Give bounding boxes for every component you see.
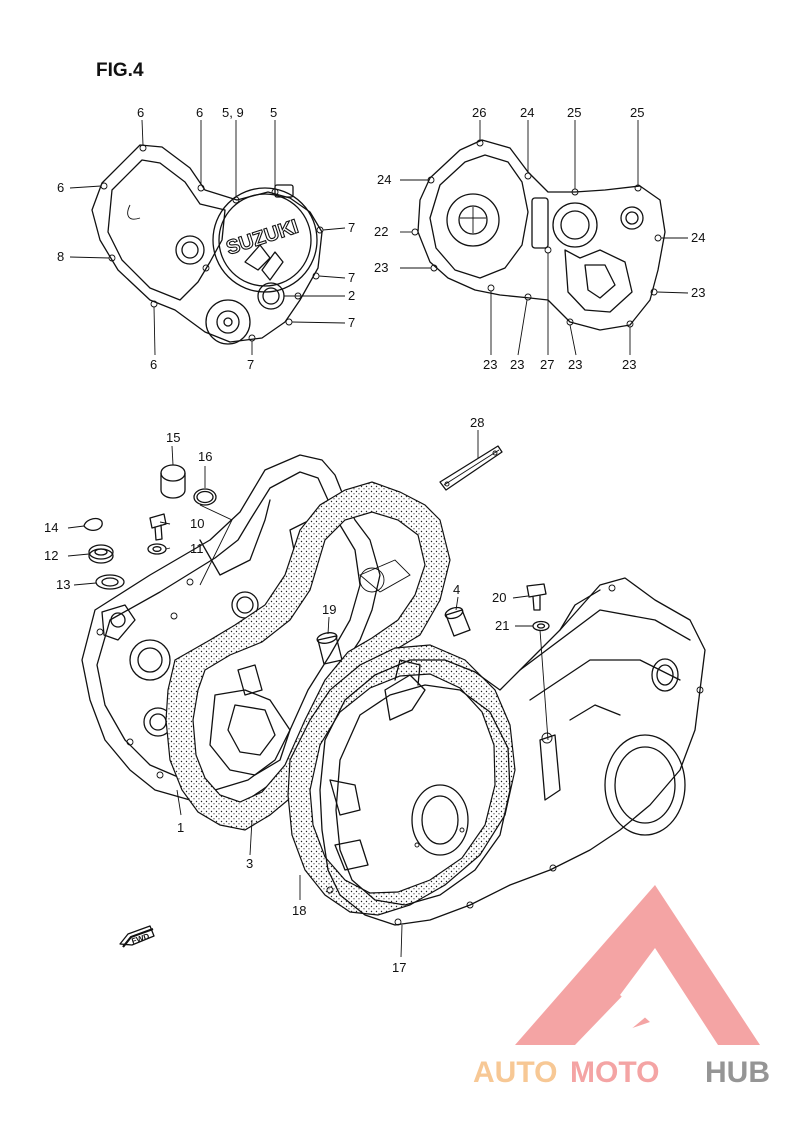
left-cover-callouts: 6 6 5, 9 5 6 8 6 7 7 7 2 7 — [57, 105, 355, 372]
callout-7: 7 — [348, 220, 355, 235]
callout-3: 3 — [246, 856, 253, 871]
callout-18: 18 — [292, 903, 306, 918]
callout-15: 15 — [166, 430, 180, 445]
callout-25: 25 — [630, 105, 644, 120]
leader-lines-main — [176, 789, 403, 958]
callout-23: 23 — [622, 357, 636, 372]
callout-21: 21 — [495, 618, 509, 633]
callout-23: 23 — [691, 285, 705, 300]
callout-25: 25 — [567, 105, 581, 120]
callout-24: 24 — [377, 172, 391, 187]
callout-5: 5 — [270, 105, 277, 120]
callout-23: 23 — [483, 357, 497, 372]
callout-19: 19 — [322, 602, 336, 617]
forward-direction-arrow: FWD — [119, 925, 155, 948]
figure-title: FIG.4 — [96, 60, 144, 81]
callout-11: 11 — [190, 541, 204, 556]
leader-lines-left-cover — [69, 119, 346, 356]
cover-brand-text: SUZUKI — [224, 216, 302, 260]
callout-23: 23 — [374, 260, 388, 275]
leader-lines-right-cover — [400, 120, 689, 356]
fwd-label: FWD — [130, 932, 150, 946]
callout-23: 23 — [568, 357, 582, 372]
callout-27: 27 — [540, 357, 554, 372]
callout-24: 24 — [520, 105, 534, 120]
callout-6: 6 — [137, 105, 144, 120]
watermark-text-moto: MOTO — [570, 1056, 659, 1089]
callout-23: 23 — [510, 357, 524, 372]
callout-4: 4 — [453, 582, 460, 597]
watermark-logo: AUTO MOTO HUB — [473, 885, 770, 1089]
right-crankcase-half — [319, 559, 706, 926]
callout-6: 6 — [57, 180, 64, 195]
main-crankcase-callouts: 15 16 28 10 11 14 12 13 4 19 20 21 1 3 1… — [44, 415, 509, 975]
callout-12: 12 — [44, 548, 58, 563]
callout-28: 28 — [470, 415, 484, 430]
callout-6: 6 — [196, 105, 203, 120]
right-cover-callouts: 26 24 25 25 24 22 23 24 23 23 23 27 23 2… — [374, 105, 705, 372]
callout-20: 20 — [492, 590, 506, 605]
callout-6: 6 — [150, 357, 157, 372]
small-parts — [83, 445, 550, 665]
callout-13: 13 — [56, 577, 70, 592]
left-crankcase-cover: SUZUKI — [91, 144, 324, 345]
callout-22: 22 — [374, 224, 388, 239]
callout-1: 1 — [177, 820, 184, 835]
callout-10: 10 — [190, 516, 204, 531]
watermark-text-auto: AUTO — [473, 1056, 557, 1089]
right-crankcase-cover — [411, 139, 666, 331]
callout-26: 26 — [472, 105, 486, 120]
callout-7: 7 — [348, 270, 355, 285]
callout-16: 16 — [198, 449, 212, 464]
callout-24: 24 — [691, 230, 705, 245]
callout-17: 17 — [392, 960, 406, 975]
callout-5-9: 5, 9 — [222, 105, 244, 120]
callout-2: 2 — [348, 288, 355, 303]
callout-14: 14 — [44, 520, 58, 535]
watermark-text-hub: HUB — [705, 1056, 770, 1089]
callout-8: 8 — [57, 249, 64, 264]
callout-7: 7 — [348, 315, 355, 330]
callout-7: 7 — [247, 357, 254, 372]
watermark-triangle-icon — [515, 885, 760, 1045]
